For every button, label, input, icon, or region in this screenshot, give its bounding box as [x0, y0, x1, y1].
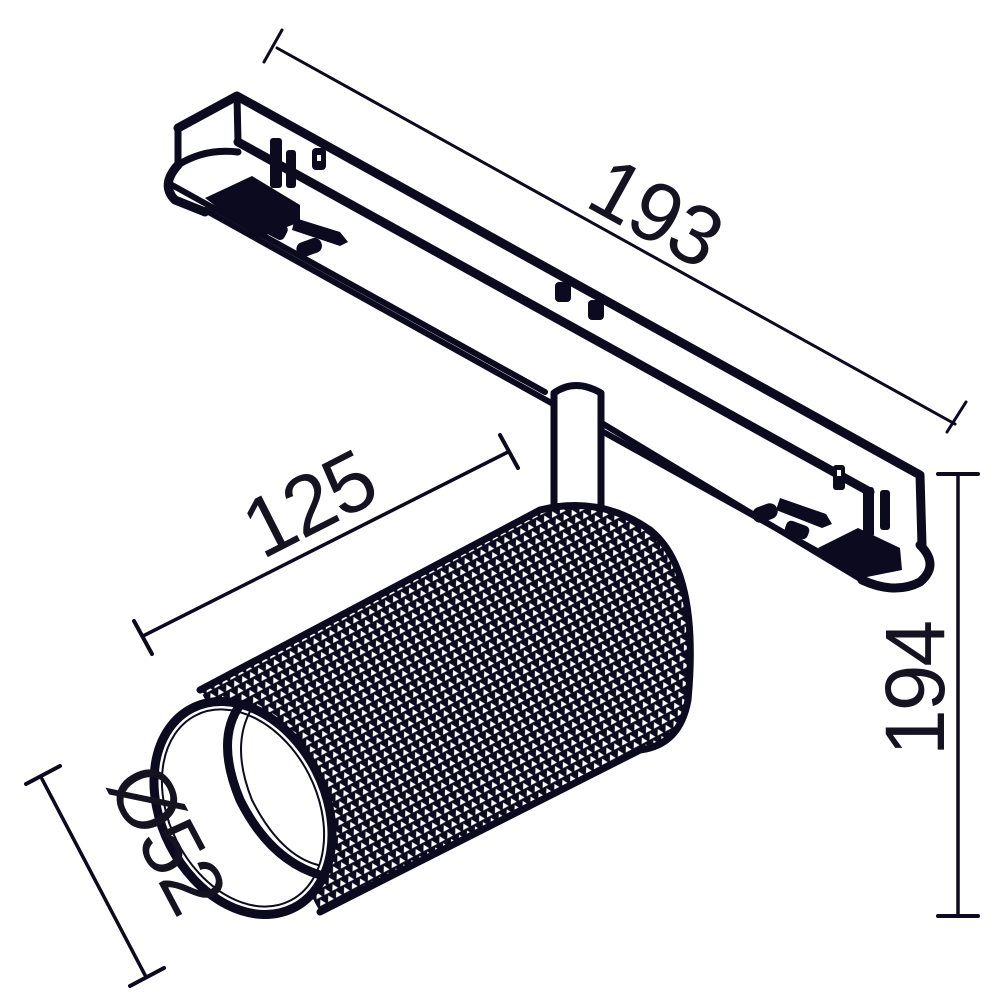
mid-clip-1 [555, 282, 571, 302]
dimension-tick-right [945, 400, 968, 434]
dimension-194: 194 [868, 472, 980, 918]
dimension-tick-right [498, 433, 520, 470]
dimension-193: 193 [262, 28, 968, 434]
dimension-label-125: 125 [227, 431, 389, 576]
front-bezel [149, 696, 337, 920]
left-arrow-icon [292, 218, 348, 246]
dimension-label-194: 194 [868, 622, 962, 756]
dimension-line-125 [141, 450, 510, 638]
right-clip [863, 487, 874, 537]
dimension-label-193: 193 [574, 139, 737, 286]
mid-clip-2 [588, 300, 604, 320]
left-clip [270, 138, 282, 188]
dimension-line-193 [275, 46, 957, 426]
stem [550, 382, 605, 516]
dimension-tick-bottom [128, 966, 166, 988]
bezel-inner-ring [223, 700, 325, 880]
dimension-tick-left [262, 28, 284, 64]
dimension-line-52 [40, 777, 147, 977]
right-connector-block [818, 528, 902, 578]
dimension-tick-left [132, 619, 154, 656]
track-adapter [163, 91, 935, 593]
right-arrow-icon [776, 498, 832, 528]
dimension-tick-top [24, 764, 62, 786]
